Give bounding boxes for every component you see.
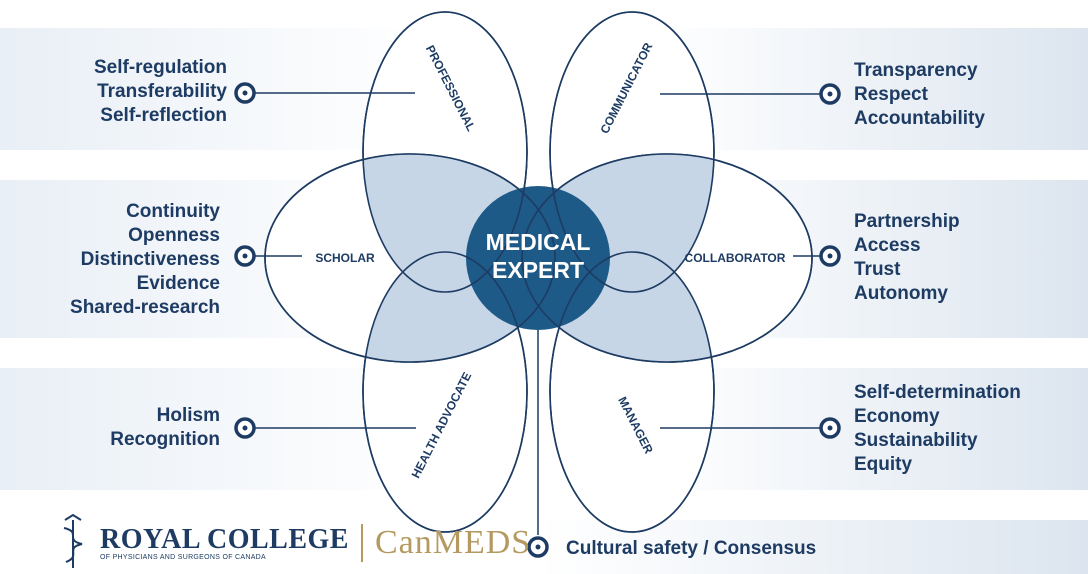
value-item: Autonomy [854, 283, 948, 304]
target-icon-collaborator [819, 245, 841, 267]
royal-college-subtitle: OF PHYSICIANS AND SURGEONS OF CANADA [100, 553, 266, 561]
value-item: Access [854, 235, 921, 256]
value-item: Partnership [854, 211, 960, 232]
values-professional: Self-regulation Transferability Self-ref… [94, 56, 227, 128]
values-collaborator: Partnership Access Trust Autonomy [854, 210, 960, 306]
values-health-advocate: Holism Recognition [110, 404, 220, 452]
value-item: Sustainability [854, 430, 978, 451]
value-item: Equity [854, 454, 913, 475]
value-item: Continuity [126, 201, 220, 222]
royal-college-name: ROYAL COLLEGE [100, 523, 349, 555]
royal-college-canmeds-logo: ROYAL COLLEGE OF PHYSICIANS AND SURGEONS… [100, 520, 531, 566]
values-communicator: Transparency Respect Accountability [854, 59, 985, 131]
value-item: Transparency [854, 60, 978, 81]
value-item: Shared-research [70, 297, 220, 318]
values-manager: Self-determination Economy Sustainabilit… [854, 381, 1021, 477]
target-icon-manager [819, 417, 841, 439]
center-label-line2: EXPERT [492, 257, 584, 283]
value-item: Holism [156, 405, 220, 426]
value-item: Recognition [110, 429, 220, 450]
value-item: Self-determination [854, 382, 1021, 403]
role-scholar-label: SCHOLAR [315, 251, 375, 265]
caduceus-icon [63, 513, 83, 568]
value-item: Trust [854, 259, 901, 280]
value-item: Transferability [97, 81, 227, 102]
value-item: Accountability [854, 108, 985, 129]
center-label-line1: MEDICAL [486, 229, 591, 255]
values-scholar: Continuity Openness Distinctiveness Evid… [70, 200, 220, 320]
value-medical-expert: Cultural safety / Consensus [566, 538, 816, 559]
value-item: Distinctiveness [80, 249, 220, 270]
target-icon-communicator [819, 83, 841, 105]
background-bands [0, 28, 1088, 574]
value-item: Self-reflection [100, 105, 227, 126]
target-icon-medical-expert [527, 536, 549, 558]
petal-outlines [264, 11, 813, 533]
logo-divider [360, 524, 363, 562]
target-icon-professional [234, 82, 256, 104]
petal-overlaps [363, 154, 714, 362]
connector-lines [253, 92, 822, 535]
target-icon-scholar [234, 245, 256, 267]
value-item: Economy [854, 406, 940, 427]
role-collaborator-label: COLLABORATOR [685, 251, 786, 265]
value-item: Evidence [136, 273, 220, 294]
target-icon-health-advocate [234, 417, 256, 439]
connector-targets [234, 82, 841, 558]
royal-college-wordmark: ROYAL COLLEGE OF PHYSICIANS AND SURGEONS… [100, 523, 349, 561]
value-item: Openness [128, 225, 220, 246]
value-item: Self-regulation [93, 57, 227, 78]
value-item: Respect [854, 84, 928, 105]
canmeds-wordmark: CanMEDS [374, 524, 532, 561]
